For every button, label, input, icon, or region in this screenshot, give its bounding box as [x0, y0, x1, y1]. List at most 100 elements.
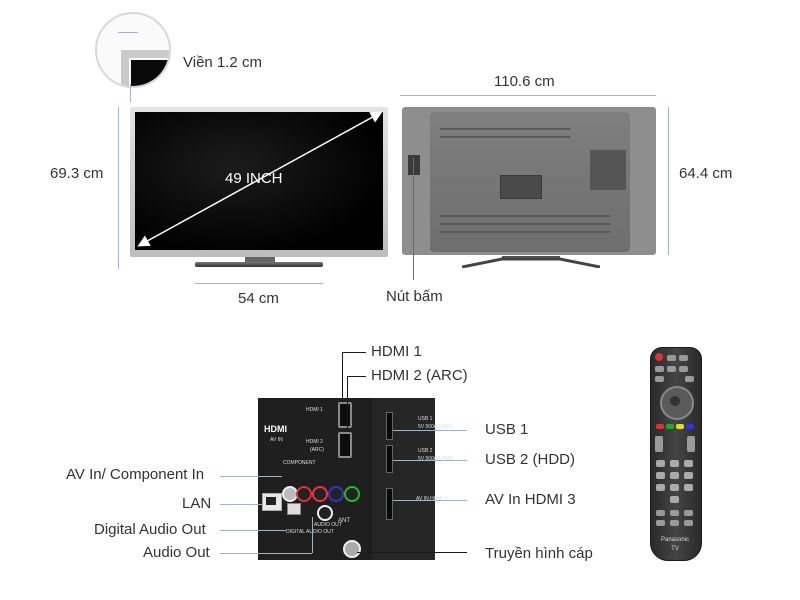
panel-ant-tag: ANT [338, 518, 350, 524]
remote-power-button [655, 353, 663, 361]
remote-key-7 [656, 484, 665, 491]
panel-component-tag: COMPONENT [283, 460, 316, 466]
tv-back-vent [440, 136, 570, 138]
remote-button [684, 510, 693, 516]
usb2-leader-line [393, 460, 467, 461]
bezel-screen-corner [131, 60, 169, 86]
panel-hdmi1-tag: HDMI 1 [306, 407, 323, 413]
remote-blue-button [686, 424, 694, 429]
panel-av-hdmi3-tag: AV IN HDMI 3 [416, 496, 448, 502]
remote-button [685, 376, 694, 382]
digital-audio-label: Digital Audio Out [94, 521, 206, 538]
remote-key-6 [684, 472, 693, 479]
cable-leader-line [357, 552, 467, 553]
port-panel-side [372, 398, 435, 560]
audio-out-label: Audio Out [143, 544, 210, 561]
tv-stand-front [195, 262, 323, 267]
hdmi1-port [338, 402, 352, 428]
remote-key-2 [670, 460, 679, 467]
tv-side-buttons [408, 155, 420, 175]
width-measure-line [400, 95, 656, 96]
lan-leader-line [220, 504, 262, 505]
remote-key-4 [656, 472, 665, 479]
tv-stand-back [462, 256, 600, 268]
cable-label: Truyền hình cáp [485, 545, 593, 562]
remote-key-5 [670, 472, 679, 479]
bezel-detail-image [95, 12, 171, 88]
tv-stand-neck [245, 257, 275, 263]
buttons-label: Nút bấm [386, 288, 443, 305]
usb2-label: USB 2 (HDD) [485, 451, 576, 468]
hdmi2-port [338, 432, 352, 458]
remote-button [670, 520, 679, 526]
remote-button [679, 355, 688, 361]
remote-key-1 [656, 460, 665, 467]
panel-hdmi2-tag: HDMI 2 [306, 439, 323, 445]
remote-button [667, 355, 676, 361]
width-label: 110.6 cm [494, 73, 555, 90]
remote-button [656, 510, 665, 516]
hdmi2-leader-vertical [347, 376, 348, 432]
remote-button [684, 520, 693, 526]
height-stand-measure-line [118, 107, 119, 269]
panel-usb2-spec: 5V 500mA MAX [418, 456, 454, 462]
lan-port-socket [266, 497, 276, 505]
av-component-label: AV In/ Component In [66, 466, 205, 483]
hdmi2-label: HDMI 2 (ARC) [371, 367, 468, 384]
panel-digital-tag: DIGITAL AUDIO OUT [286, 529, 334, 535]
audio-out-leader-vertical [312, 517, 313, 553]
remote-key-8 [670, 484, 679, 491]
height-without-stand-label: 64.4 cm [679, 165, 733, 182]
bezel-frame-left [121, 50, 129, 86]
bezel-frame-top [121, 50, 169, 58]
panel-arc-tag: (ARC) [310, 447, 324, 453]
remote-brand-logo: Panasonic [660, 537, 690, 543]
tv-back-vent [440, 215, 610, 217]
remote-button [655, 376, 664, 382]
component-pr-jack [312, 486, 328, 502]
remote-green-button [666, 424, 674, 429]
remote-button [670, 510, 679, 516]
bezel-label: Viền 1.2 cm [183, 54, 262, 71]
stand-width-measure-line [195, 283, 323, 284]
remote-button [679, 366, 688, 372]
diagonal-arrow [137, 111, 383, 247]
tv-back-vent [440, 128, 570, 130]
hdmi1-leader-horizontal [342, 352, 366, 353]
usb2-slot [386, 445, 393, 473]
remote-key-3 [684, 460, 693, 467]
panel-av-in-tag: AV IN [270, 437, 283, 443]
audio-out-jack [317, 505, 333, 521]
panel-audio-out-tag: AUDIO OUT [314, 522, 342, 528]
hdmi3-slot [386, 488, 393, 520]
tv-back-label-sticker [590, 150, 626, 190]
panel-usb2-tag: USB 2 [418, 448, 433, 454]
hdmi2-leader-horizontal [347, 376, 366, 377]
remote-button [667, 366, 676, 372]
height-with-stand-label: 69.3 cm [50, 165, 104, 182]
optical-port [287, 503, 301, 515]
remote-red-button [656, 424, 664, 429]
panel-usb1-tag: USB 1 [418, 416, 433, 422]
remote-key-0 [670, 496, 679, 503]
av-audio-r-jack [296, 486, 312, 502]
usb1-leader-line [393, 430, 467, 431]
av-hdmi3-leader-line [393, 500, 467, 501]
component-y-jack [344, 486, 360, 502]
tv-back-vent [440, 223, 610, 225]
buttons-leader-line [413, 158, 414, 280]
antenna-port [343, 540, 361, 558]
bezel-connector-line [130, 84, 131, 102]
usb1-label: USB 1 [485, 421, 529, 438]
av-hdmi3-label: AV In HDMI 3 [485, 491, 576, 508]
digital-audio-leader-line [220, 530, 286, 531]
remote-button [655, 366, 664, 372]
remote-ok-button [670, 396, 680, 406]
tv-back-vent [440, 231, 610, 233]
height-measure-line [668, 107, 669, 255]
audio-out-leader-line [220, 553, 312, 554]
hdmi1-label: HDMI 1 [371, 343, 422, 360]
av-component-leader-line [220, 476, 282, 477]
remote-key-9 [684, 484, 693, 491]
component-pb-jack [328, 486, 344, 502]
